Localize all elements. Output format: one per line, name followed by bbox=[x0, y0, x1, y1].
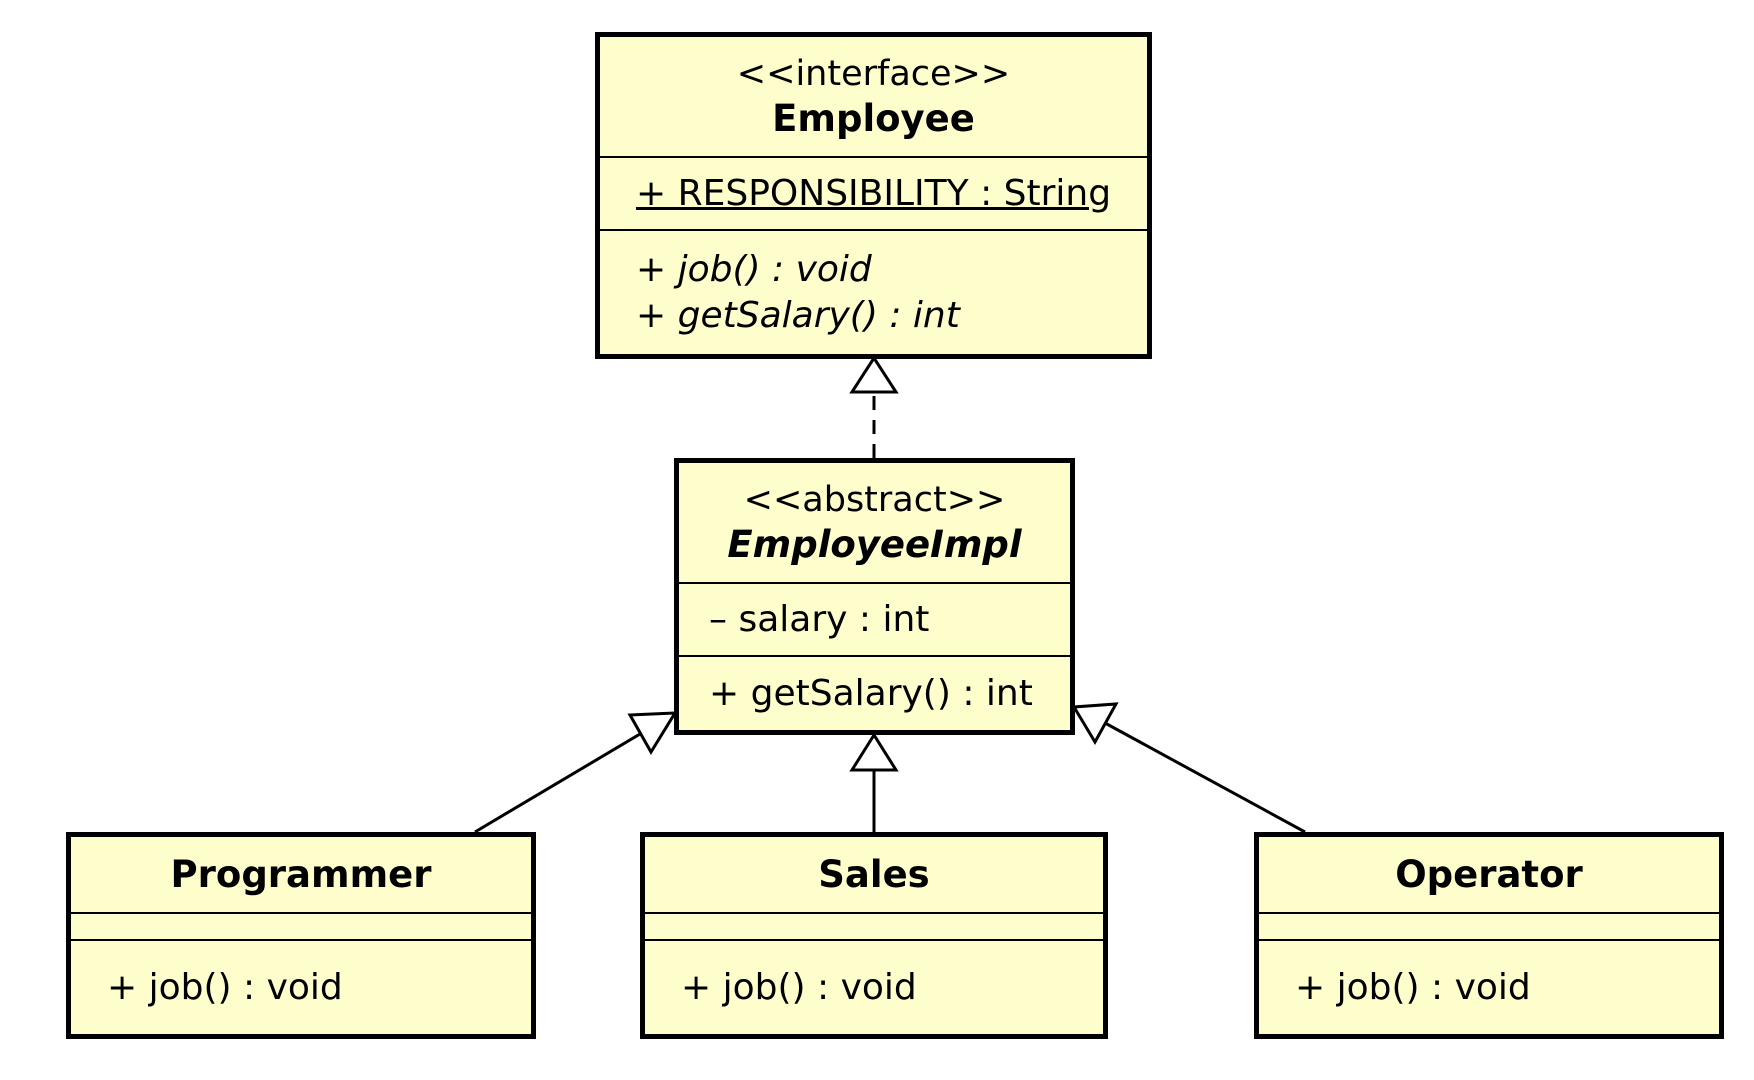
class-operator-operations: + job() : void bbox=[1259, 941, 1719, 1034]
class-employee[interactable]: <<interface>> Employee + RESPONSIBILITY … bbox=[595, 32, 1152, 359]
class-employee-name: Employee bbox=[772, 96, 975, 140]
class-operator-header: Operator bbox=[1259, 837, 1719, 914]
operation-get-salary: + getSalary() : int bbox=[636, 294, 960, 336]
class-programmer[interactable]: Programmer + job() : void bbox=[66, 832, 536, 1039]
class-programmer-operations: + job() : void bbox=[71, 941, 531, 1034]
operation-get-salary: + getSalary() : int bbox=[709, 672, 1033, 714]
generalization-arrowhead-sales bbox=[849, 732, 899, 772]
class-programmer-header: Programmer bbox=[71, 837, 531, 914]
class-employee-impl[interactable]: <<abstract>> EmployeeImpl – salary : int… bbox=[674, 458, 1075, 735]
class-sales-attributes bbox=[645, 914, 1103, 941]
class-employee-stereotype: <<interface>> bbox=[736, 53, 1011, 94]
class-employee-impl-operations: + getSalary() : int bbox=[679, 657, 1070, 730]
class-sales-operations: + job() : void bbox=[645, 941, 1103, 1034]
class-employee-impl-attributes: – salary : int bbox=[679, 584, 1070, 657]
class-employee-operations: + job() : void + getSalary() : int bbox=[600, 231, 1147, 354]
class-employee-impl-header: <<abstract>> EmployeeImpl bbox=[679, 463, 1070, 584]
generalization-line-operator bbox=[1104, 721, 1306, 834]
operation-job: + job() : void bbox=[636, 248, 872, 290]
generalization-arrowhead-programmer bbox=[627, 711, 678, 755]
class-programmer-attributes bbox=[71, 914, 531, 941]
operation-job: + job() : void bbox=[681, 966, 917, 1008]
generalization-line-programmer bbox=[474, 732, 641, 834]
operation-job: + job() : void bbox=[107, 966, 343, 1008]
generalization-arrowhead-operator bbox=[1071, 702, 1119, 746]
class-employee-impl-name: EmployeeImpl bbox=[727, 522, 1022, 566]
class-programmer-name: Programmer bbox=[170, 852, 432, 896]
class-employee-attributes: + RESPONSIBILITY : String bbox=[600, 158, 1147, 231]
class-operator-attributes bbox=[1259, 914, 1719, 941]
class-sales-header: Sales bbox=[645, 837, 1103, 914]
class-employee-impl-stereotype: <<abstract>> bbox=[743, 479, 1006, 520]
attribute-salary: – salary : int bbox=[709, 598, 930, 640]
class-operator[interactable]: Operator + job() : void bbox=[1254, 832, 1724, 1039]
class-operator-name: Operator bbox=[1395, 852, 1583, 896]
class-sales[interactable]: Sales + job() : void bbox=[640, 832, 1108, 1039]
class-sales-name: Sales bbox=[818, 852, 930, 896]
class-employee-header: <<interface>> Employee bbox=[600, 37, 1147, 158]
operation-job: + job() : void bbox=[1295, 966, 1531, 1008]
attribute-responsibility: + RESPONSIBILITY : String bbox=[636, 172, 1112, 214]
realization-arrowhead bbox=[849, 355, 899, 394]
